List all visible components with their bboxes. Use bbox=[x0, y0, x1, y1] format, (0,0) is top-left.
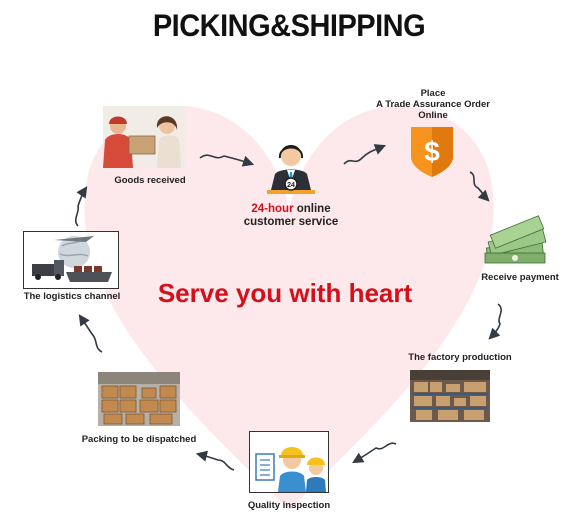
carton-boxes-icon bbox=[98, 372, 180, 426]
place-line-3: Online bbox=[418, 110, 448, 121]
arrow-inspection-to-packing bbox=[195, 450, 235, 471]
arrow-goods-to-service bbox=[199, 154, 255, 167]
step-quality-inspection-label: Quality inspection bbox=[247, 500, 331, 511]
arrow-payment-to-factory bbox=[488, 303, 502, 340]
step-factory-production-label: The factory production bbox=[408, 352, 512, 363]
step-receive-payment-label: Receive payment bbox=[481, 272, 559, 283]
operator-icon: 24 bbox=[263, 134, 319, 198]
dollar-shield-icon: $ bbox=[405, 123, 459, 179]
svg-text:$: $ bbox=[424, 136, 440, 167]
inspector-icon bbox=[249, 431, 329, 493]
badge-text: 24 bbox=[287, 182, 295, 189]
globe-transport-icon bbox=[23, 231, 119, 289]
warehouse-shelves-icon bbox=[410, 370, 490, 422]
headline: Serve you with heart bbox=[157, 278, 413, 308]
step-goods-received-label: Goods received bbox=[114, 175, 186, 186]
customer-service-label: 24-hour online customer service bbox=[236, 203, 346, 229]
place-line-1: Place bbox=[420, 88, 446, 99]
arrow-service-to-order bbox=[343, 144, 387, 165]
arrow-logistics-to-goods bbox=[74, 186, 88, 227]
service-line2: customer service bbox=[243, 216, 339, 228]
step-logistics-label: The logistics channel bbox=[23, 291, 121, 302]
step-place-order-label: Place A Trade Assurance Order Online bbox=[358, 88, 508, 121]
arrow-packing-to-logistics bbox=[78, 314, 103, 353]
service-rest: online bbox=[293, 203, 331, 215]
arrow-factory-to-inspection bbox=[352, 442, 397, 464]
delivery-handover-icon bbox=[103, 106, 185, 168]
step-packing-label: Packing to be dispatched bbox=[81, 434, 197, 445]
arrow-order-to-payment bbox=[469, 171, 490, 202]
place-line-2: A Trade Assurance Order bbox=[376, 99, 490, 110]
page-title: PICKING&SHIPPING bbox=[152, 8, 426, 44]
service-highlight: 24-hour bbox=[251, 203, 294, 215]
cash-stack-icon bbox=[483, 215, 549, 267]
